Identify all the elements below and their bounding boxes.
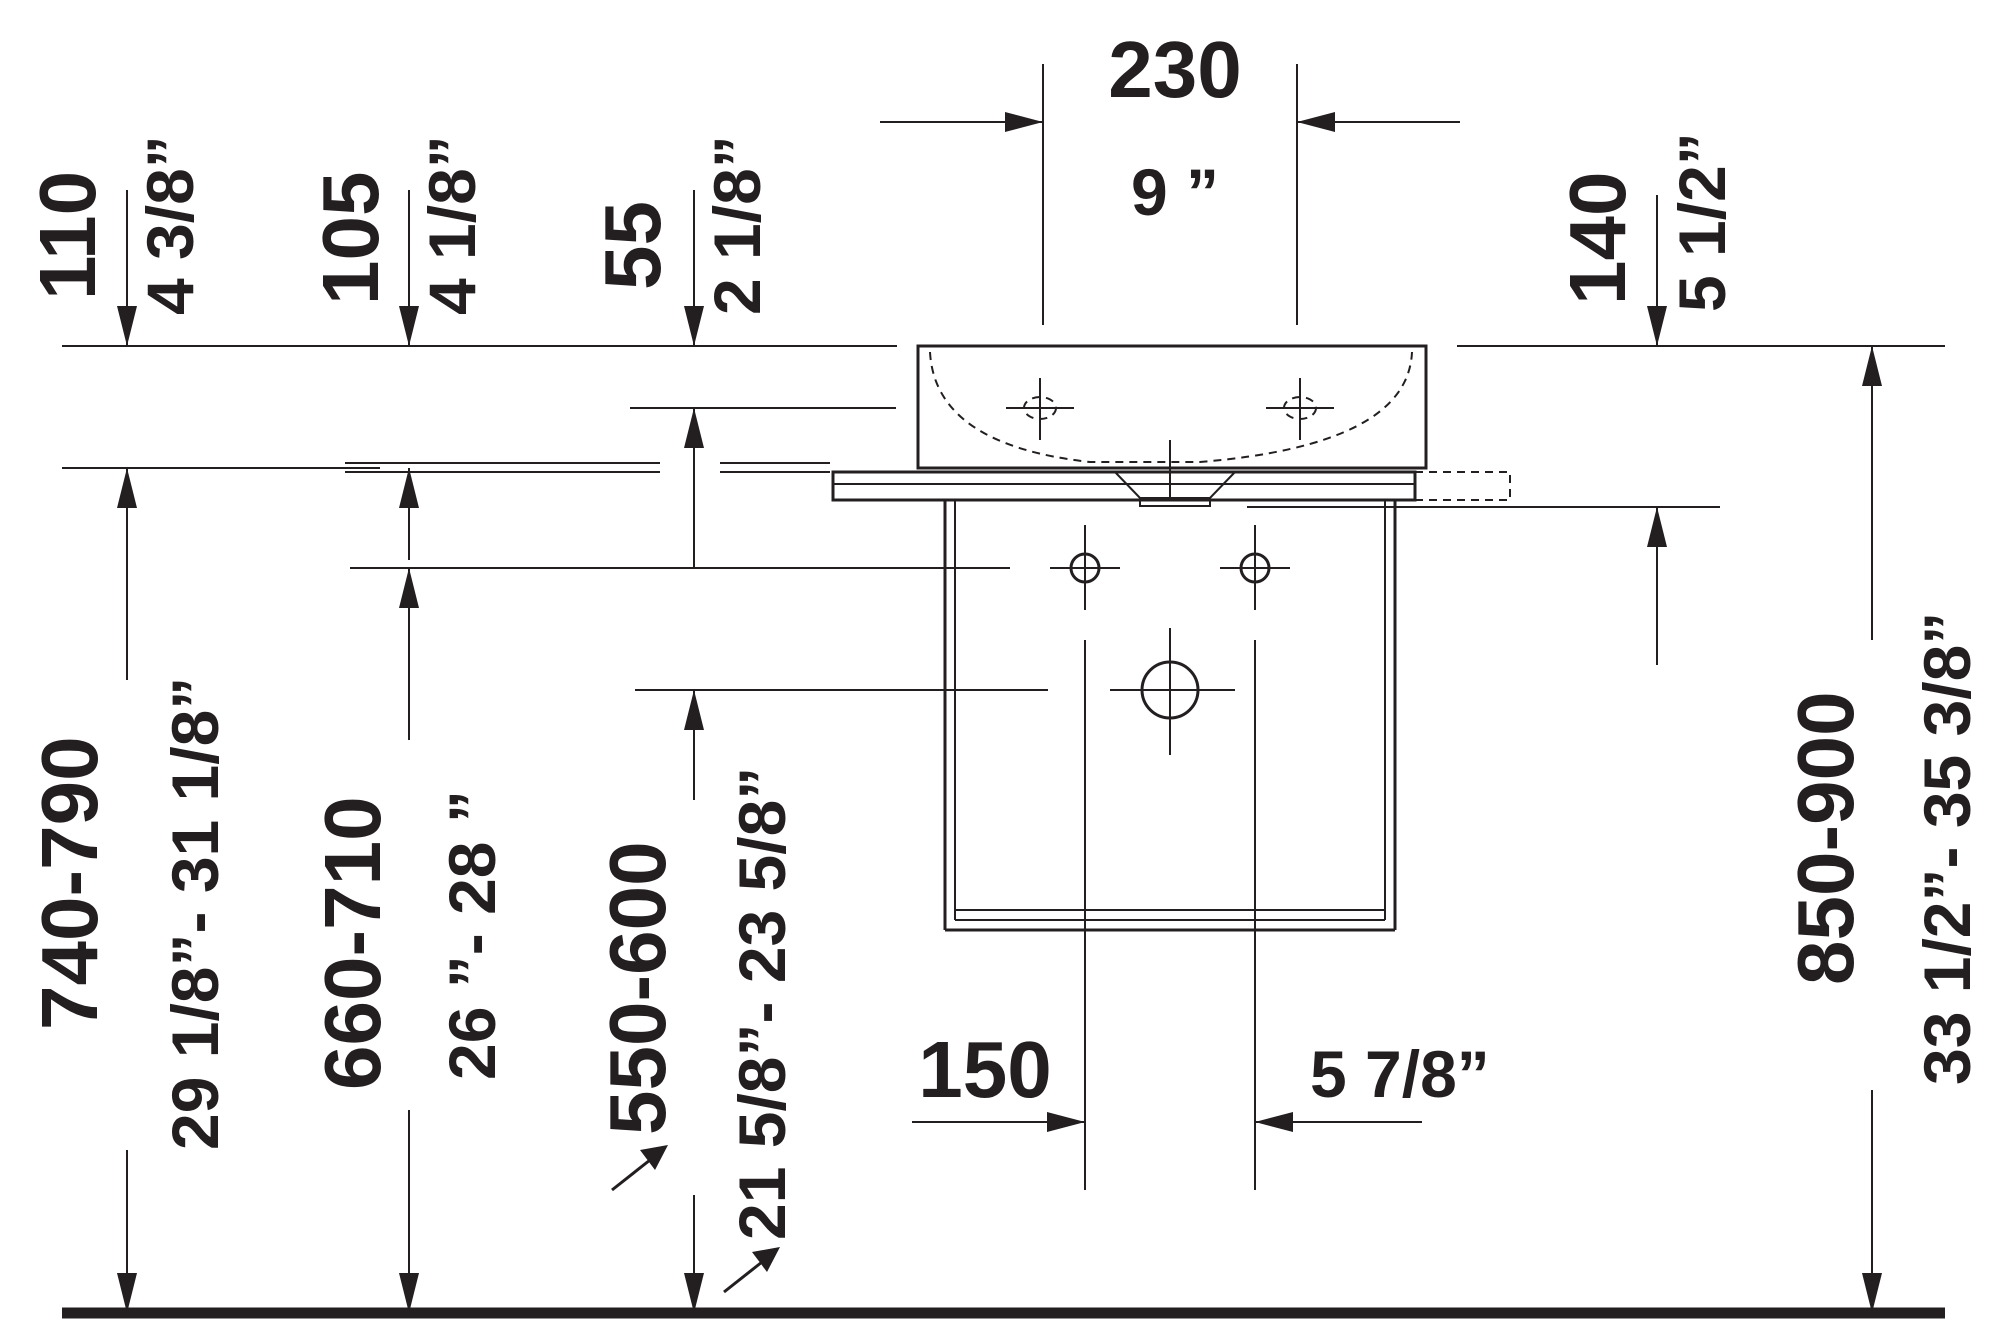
dim-140-mm: 140 bbox=[1553, 172, 1642, 305]
dim-110-mm: 110 bbox=[23, 171, 112, 300]
dim-850-900-mm: 850-900 bbox=[1781, 691, 1870, 985]
dim-660-710-in: 26 ”- 28 ” bbox=[435, 790, 509, 1080]
dim-55-in: 2 1/8” bbox=[700, 135, 774, 315]
dim-150-in: 5 7/8” bbox=[1310, 1037, 1490, 1111]
dim-105-in: 4 1/8” bbox=[415, 135, 489, 315]
reference-lines bbox=[62, 345, 1945, 691]
dim-740-790-mm: 740-790 bbox=[25, 736, 114, 1030]
dimension-lines bbox=[117, 112, 1882, 1313]
dim-660-710-mm: 660-710 bbox=[308, 796, 397, 1090]
dim-230-in: 9 ” bbox=[1131, 155, 1219, 229]
dim-110-in: 4 3/8” bbox=[133, 135, 207, 315]
basin bbox=[916, 344, 1428, 500]
dim-550-600-in: 21 5/8”- 23 5/8” bbox=[725, 767, 799, 1240]
dim-105-mm: 105 bbox=[306, 172, 395, 305]
dim-140-in: 5 1/2” bbox=[1665, 132, 1739, 312]
dim-740-790-in: 29 1/8”- 31 1/8” bbox=[158, 677, 232, 1150]
dim-550-600-mm: 550-600 bbox=[593, 841, 682, 1135]
wall-connections bbox=[1050, 525, 1290, 755]
extension-lines bbox=[1042, 64, 1298, 1190]
dim-55-mm: 55 bbox=[588, 201, 677, 290]
dim-230-mm: 230 bbox=[1108, 25, 1241, 114]
dim-850-900-in: 33 1/2”- 35 3/8” bbox=[1910, 612, 1984, 1085]
pointer-arrows bbox=[611, 1145, 780, 1294]
towel-rail-frame bbox=[943, 500, 1397, 932]
console-shelf bbox=[831, 470, 1511, 507]
dim-150-mm: 150 bbox=[918, 1025, 1051, 1114]
